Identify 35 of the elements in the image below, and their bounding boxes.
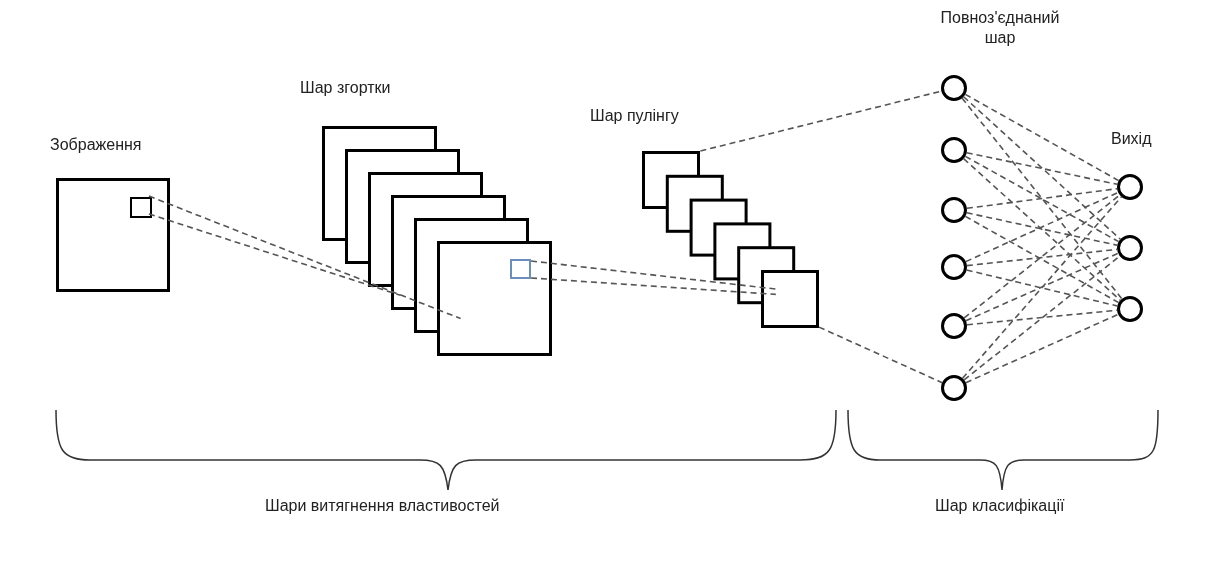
dashed-connector — [962, 157, 1122, 302]
dashed-connector — [965, 252, 1119, 322]
dashed-connector — [962, 95, 1122, 241]
dashed-connector — [965, 313, 1119, 384]
filter-window — [510, 259, 531, 279]
dashed-connector — [961, 97, 1123, 300]
layer-label: Шар згортки — [300, 78, 391, 98]
dashed-connector — [148, 195, 462, 320]
dashed-connector — [530, 277, 777, 296]
dashed-connector — [964, 155, 1120, 243]
layer-label: Вихід — [1111, 129, 1152, 149]
dashed-connector — [964, 93, 1120, 182]
dashed-connector — [965, 211, 1119, 247]
filter-window — [130, 197, 152, 218]
dashed-connector — [963, 255, 1121, 381]
layer-label: Шари витягнення властивостей — [265, 496, 500, 516]
layer-label: Зображення — [50, 135, 142, 155]
dashed-connector — [963, 194, 1121, 319]
dashed-connector — [818, 326, 943, 384]
dashed-connector — [965, 191, 1119, 263]
dashed-connector — [530, 260, 777, 290]
dashed-connector — [965, 269, 1119, 307]
layer-label: Повноз'єднаний шар — [939, 8, 1061, 48]
dashed-connector — [966, 187, 1118, 210]
layer-label: Шар пулінгу — [590, 106, 679, 126]
dashed-connector — [965, 151, 1119, 186]
feature-map-stack — [642, 151, 819, 328]
feature-map-stack — [322, 126, 553, 358]
dashed-connector — [966, 248, 1118, 267]
dashed-connector — [966, 309, 1118, 326]
image-square — [56, 178, 170, 292]
dashed-connector — [964, 215, 1120, 304]
dashed-connector — [148, 213, 402, 297]
layer-label: Шар класифікації — [935, 496, 1065, 516]
dashed-connector — [961, 196, 1123, 380]
